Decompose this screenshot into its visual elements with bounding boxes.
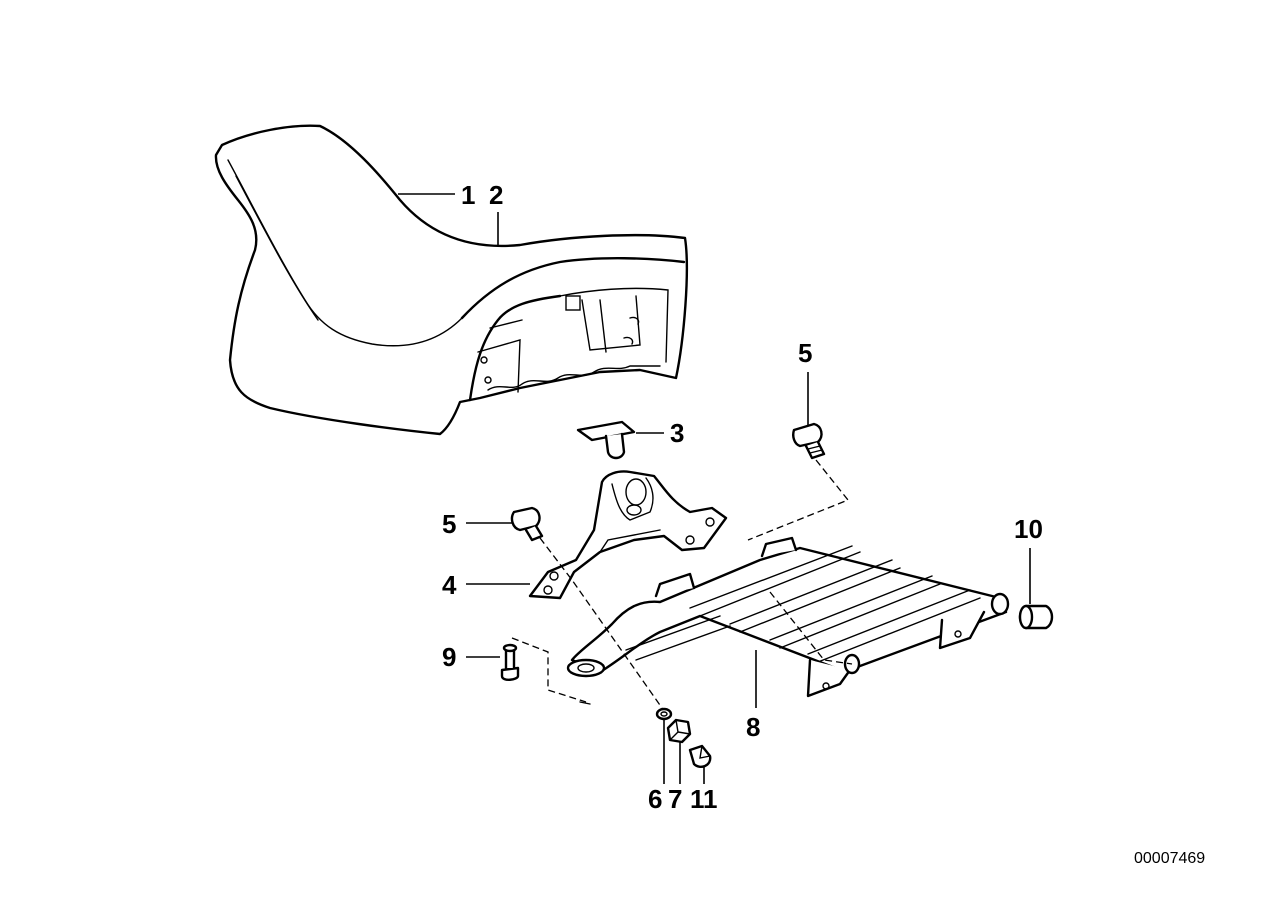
- callout-4: 4: [442, 570, 457, 600]
- pin-part: [500, 643, 520, 681]
- callout-5-lower: 5: [442, 509, 456, 539]
- callout-5-upper: 5: [798, 338, 812, 368]
- nut-part: [666, 718, 692, 744]
- washer-part: [655, 707, 673, 721]
- callout-9: 9: [442, 642, 456, 672]
- screw-part-lower: [510, 506, 544, 542]
- cap-nut-part: [688, 744, 712, 768]
- callout-7: 7: [668, 784, 682, 814]
- callout-1: 1: [461, 180, 475, 210]
- callout-10: 10: [1014, 514, 1043, 544]
- sleeve-part: [1018, 604, 1054, 630]
- callout-6: 6: [648, 784, 662, 814]
- callout-11: 11: [690, 784, 718, 814]
- assembly-lines: [511, 459, 853, 709]
- leader-lines: [398, 193, 1031, 784]
- callout-2: 2: [489, 180, 503, 210]
- luggage-rack-part: [566, 536, 1010, 698]
- document-number: 00007469: [1134, 850, 1205, 867]
- seat-part: [214, 124, 689, 436]
- clip-part: [576, 420, 636, 460]
- screw-part-upper: [792, 422, 826, 460]
- callout-8: 8: [746, 712, 760, 742]
- bracket-part: [528, 470, 728, 600]
- callout-labels: 1 2 3 5 5 4 9 10 8 6 7 11: [442, 180, 1043, 814]
- callout-3: 3: [670, 418, 684, 448]
